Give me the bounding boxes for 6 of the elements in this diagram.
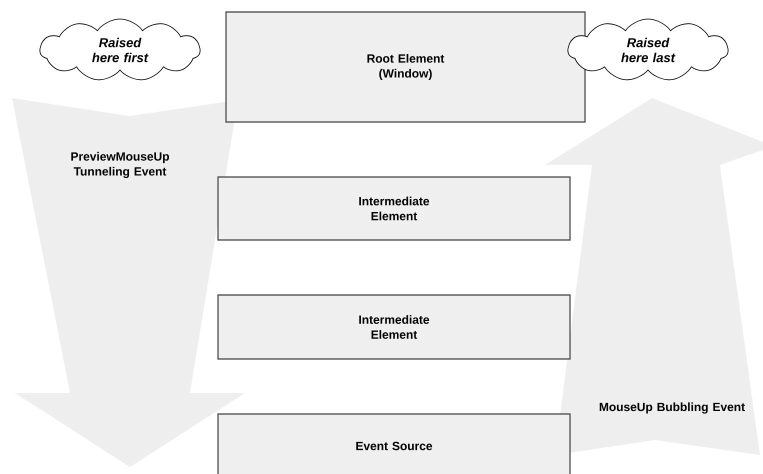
element-box: Intermediate Element xyxy=(217,176,571,241)
arrow-label: PreviewMouseUp Tunneling Event xyxy=(71,152,169,178)
element-box: Event Source xyxy=(217,413,571,474)
element-box: Root Element (Window) xyxy=(225,11,586,123)
arrow-label: MouseUp Bubbling Event xyxy=(600,402,745,414)
element-box: Intermediate Element xyxy=(217,294,571,360)
